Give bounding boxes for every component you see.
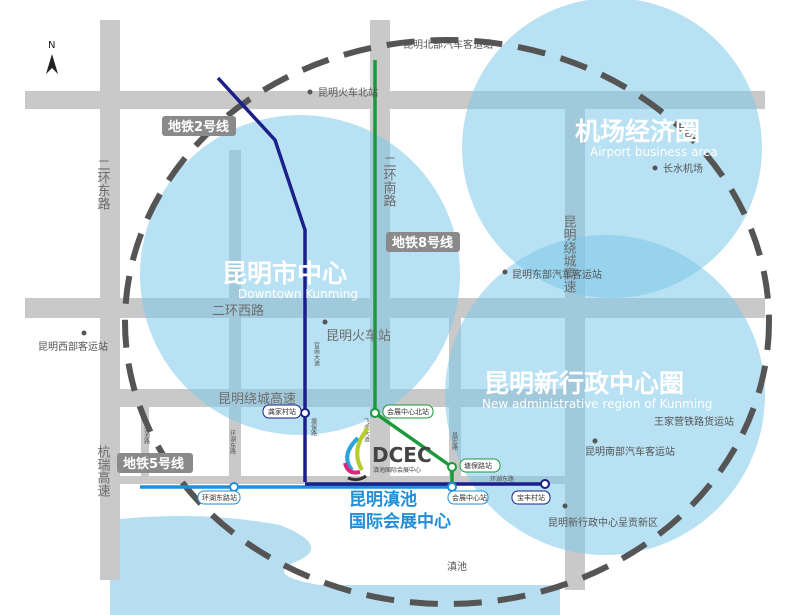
svg-text:滇池国际会展中心: 滇池国际会展中心 <box>373 466 421 474</box>
place-west-bus: 昆明西部客运站 <box>38 340 108 353</box>
zone-title-new-admin: 昆明新行政中心圈 <box>484 369 684 398</box>
road-label: 二环东路 <box>95 158 111 210</box>
dianchi-lake <box>110 516 560 615</box>
zone-airport <box>462 0 762 298</box>
metro-2-label: 地铁2号线 <box>168 119 229 135</box>
metro-8-label: 地铁8号线 <box>392 235 453 251</box>
road-label: 环湖东路 <box>229 430 236 455</box>
station-hzzx[interactable] <box>447 482 457 492</box>
station-label: 环湖东路站 <box>202 493 237 502</box>
zone-title-downtown: 昆明市中心 <box>222 259 347 288</box>
station-huanhu[interactable] <box>229 482 239 492</box>
svg-text:DCEC: DCEC <box>372 443 432 467</box>
station-baofeng[interactable] <box>540 479 550 489</box>
place-chenggong: 昆明新行政中心呈贡新区 <box>548 516 658 529</box>
place-dianchi: 滇池 <box>447 560 467 573</box>
road-label: 官南大道 <box>313 341 320 367</box>
dcec-logo: DCEC 滇池国际会展中心 <box>343 426 432 482</box>
station-label: 塘保路站 <box>464 461 492 470</box>
svg-text:N: N <box>48 40 55 51</box>
road-label: 滇池路 <box>143 425 150 445</box>
road-label: 昆明绕城高速 <box>218 391 296 407</box>
zone-title-airport: 机场经济圈 <box>575 117 700 146</box>
north-arrow-icon: N <box>46 40 58 74</box>
road-label: 昆明绕城高速 <box>561 215 577 293</box>
metro-line-2 <box>216 76 307 482</box>
metro-5-label: 地铁5号线 <box>123 456 184 472</box>
zone-downtown <box>140 115 460 435</box>
station-hzbei[interactable] <box>370 408 380 418</box>
station-label: 龚家村站 <box>268 407 296 416</box>
road-label: 昌宏路 <box>451 432 458 451</box>
place-wangjiaying: 王家营铁路货运站 <box>654 415 734 428</box>
road-label: 塘保路 <box>310 417 317 437</box>
place-east-bus: 昆明东部汽车客运站 <box>512 268 602 281</box>
metro-5-tag <box>117 453 193 473</box>
zone-subtitle-airport: Airport business area <box>590 145 718 159</box>
road-label: 二环西路 <box>212 303 264 319</box>
metro-line-8 <box>373 60 454 482</box>
metro-8-tag <box>386 232 460 252</box>
road-label: 环湖东路 <box>490 475 514 483</box>
zone-subtitle-downtown: Downtown Kunming <box>238 287 358 301</box>
station-label: 会展中心北站 <box>387 407 429 416</box>
place-south-bus: 昆明南部汽车客运站 <box>585 445 675 458</box>
metro-2-tag <box>162 116 236 136</box>
venue-name: 昆明滇池 <box>349 489 417 510</box>
venue-name-2: 国际会展中心 <box>349 511 451 532</box>
place-airport: 长水机场 <box>663 162 703 175</box>
zone-new-admin <box>445 235 765 555</box>
place-rail: 昆明火车站 <box>326 328 391 344</box>
station-label: 宝丰村站 <box>517 493 545 502</box>
dashed-boundary <box>122 37 772 607</box>
road-label: 二环南路 <box>381 155 397 207</box>
place-north-rail: 昆明火车北站 <box>318 86 378 99</box>
station-gongjiacun[interactable] <box>300 408 310 418</box>
place-north-bus: 昆明北部汽车客运站 <box>403 38 493 51</box>
road-label: 杭瑞高速 <box>95 445 111 497</box>
zone-subtitle-new-admin: New administrative region of Kunming <box>482 397 712 411</box>
station-tangbao[interactable] <box>447 462 457 472</box>
station-label: 会展中心站 <box>452 493 487 502</box>
